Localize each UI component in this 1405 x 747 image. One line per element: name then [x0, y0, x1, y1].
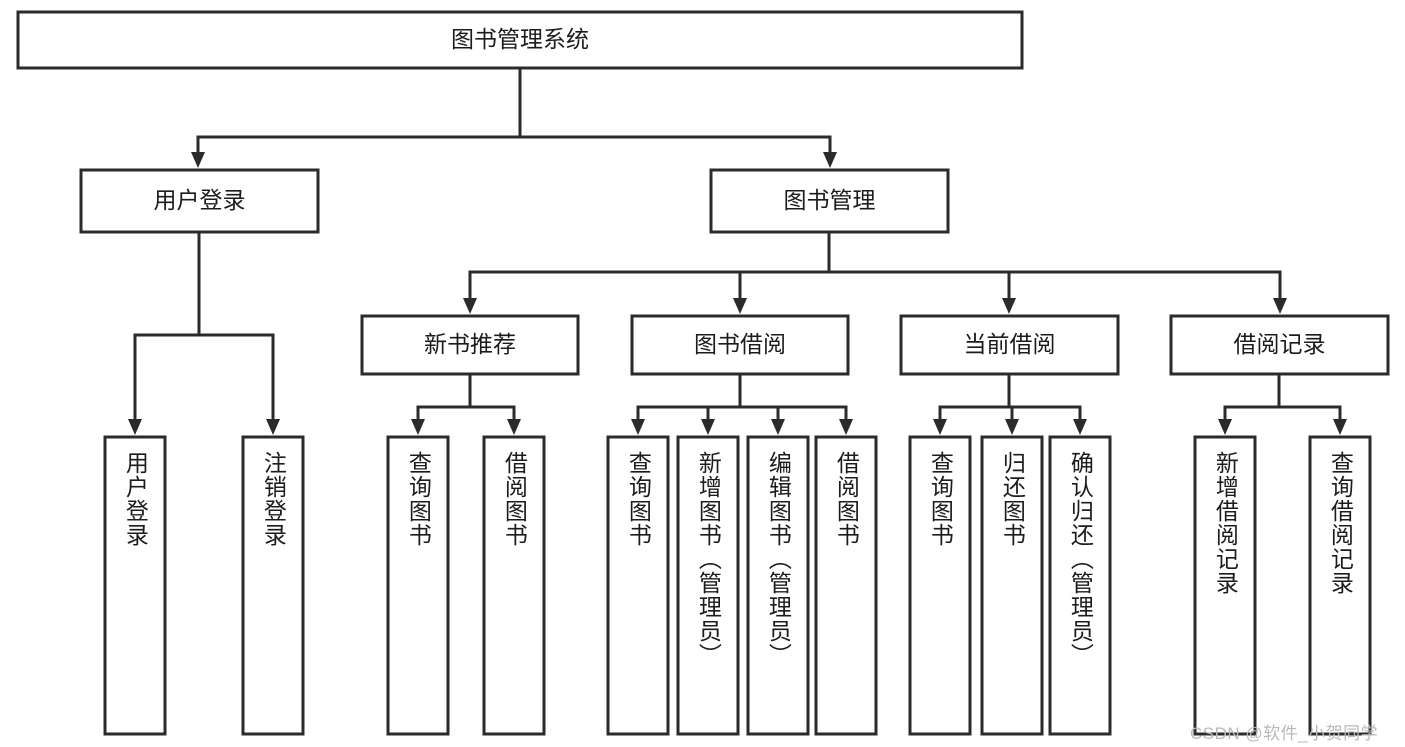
node-leaf-leaf-return-book[interactable] — [980, 435, 1044, 736]
arrow-to-leaf-query-book-borrow-icon — [631, 419, 645, 435]
arrow-to-leaf-return-book-icon — [1005, 419, 1019, 435]
node-leaf-leaf-user-login[interactable] — [103, 435, 167, 736]
arrow-to-book-borrow-icon — [733, 298, 747, 314]
label-current-borrow: 当前借阅 — [964, 331, 1056, 357]
node-level3-current-borrow[interactable] — [899, 314, 1120, 376]
arrow-to-book-management-icon — [823, 152, 837, 168]
connector-book-management-to-level3 — [468, 230, 1282, 308]
label-new-book-recommend: 新书推荐 — [424, 331, 516, 357]
node-leaf-leaf-query-borrow-record[interactable] — [1308, 435, 1372, 736]
node-leaf-leaf-borrow-book-recommend[interactable] — [482, 435, 546, 736]
csdn-watermark: CSDN @软件_小贺同学 — [1190, 724, 1379, 743]
connectors-layer — [133, 66, 1342, 428]
arrow-to-leaf-confirm-return-icon — [1073, 419, 1087, 435]
node-level2-user-login[interactable] — [79, 168, 320, 234]
node-leaf-leaf-query-book-current[interactable] — [908, 435, 972, 736]
arrow-to-leaf-borrow-book-recommend-icon — [507, 419, 521, 435]
node-leaf-leaf-edit-book[interactable] — [746, 435, 810, 736]
node-boxes-layer — [16, 10, 1390, 736]
node-level3-new-book-recommend[interactable] — [360, 314, 580, 376]
label-borrow-record: 借阅记录 — [1234, 331, 1326, 357]
connector-book-borrow-to-leaves — [636, 372, 848, 428]
node-leaf-leaf-confirm-return[interactable] — [1048, 435, 1112, 736]
node-leaf-leaf-add-borrow-record[interactable] — [1193, 435, 1257, 736]
node-root-root[interactable] — [16, 10, 1024, 70]
arrow-to-leaf-user-login-icon — [128, 419, 142, 435]
node-level2-book-management[interactable] — [709, 168, 950, 234]
label-book-management: 图书管理 — [784, 187, 876, 213]
node-level3-book-borrow[interactable] — [630, 314, 850, 376]
connector-user-login-to-leaves — [133, 230, 275, 428]
arrow-to-leaf-borrow-book-icon — [839, 419, 853, 435]
label-user-login: 用户登录 — [154, 187, 246, 213]
label-root: 图书管理系统 — [451, 26, 589, 52]
arrow-to-leaf-edit-book-icon — [771, 419, 785, 435]
connector-root-to-level2 — [196, 66, 832, 162]
arrow-to-leaf-query-book-recommend-icon — [411, 419, 425, 435]
arrowheads-layer — [128, 152, 1347, 435]
arrow-to-new-book-recommend-icon — [463, 298, 477, 314]
arrow-to-current-borrow-icon — [1002, 298, 1016, 314]
node-leaf-leaf-borrow-book[interactable] — [814, 435, 878, 736]
arrow-to-leaf-query-book-current-icon — [933, 419, 947, 435]
arrow-to-user-login-icon — [191, 152, 205, 168]
connector-current-borrow-to-leaves — [938, 372, 1082, 428]
arrow-to-leaf-logout-icon — [266, 419, 280, 435]
arrow-to-leaf-query-borrow-record-icon — [1333, 419, 1347, 435]
connector-new-book-recommend-to-leaves — [416, 372, 516, 428]
label-book-borrow: 图书借阅 — [694, 331, 786, 357]
arrow-to-leaf-add-book-icon — [701, 419, 715, 435]
connector-borrow-record-to-leaves — [1223, 372, 1342, 428]
arrow-to-leaf-add-borrow-record-icon — [1218, 419, 1232, 435]
arrow-to-borrow-record-icon — [1273, 298, 1287, 314]
node-leaf-leaf-query-book-recommend[interactable] — [386, 435, 450, 736]
node-level3-borrow-record[interactable] — [1169, 314, 1390, 376]
node-leaf-leaf-query-book-borrow[interactable] — [606, 435, 670, 736]
node-leaf-leaf-logout[interactable] — [241, 435, 305, 736]
node-leaf-leaf-add-book[interactable] — [676, 435, 740, 736]
